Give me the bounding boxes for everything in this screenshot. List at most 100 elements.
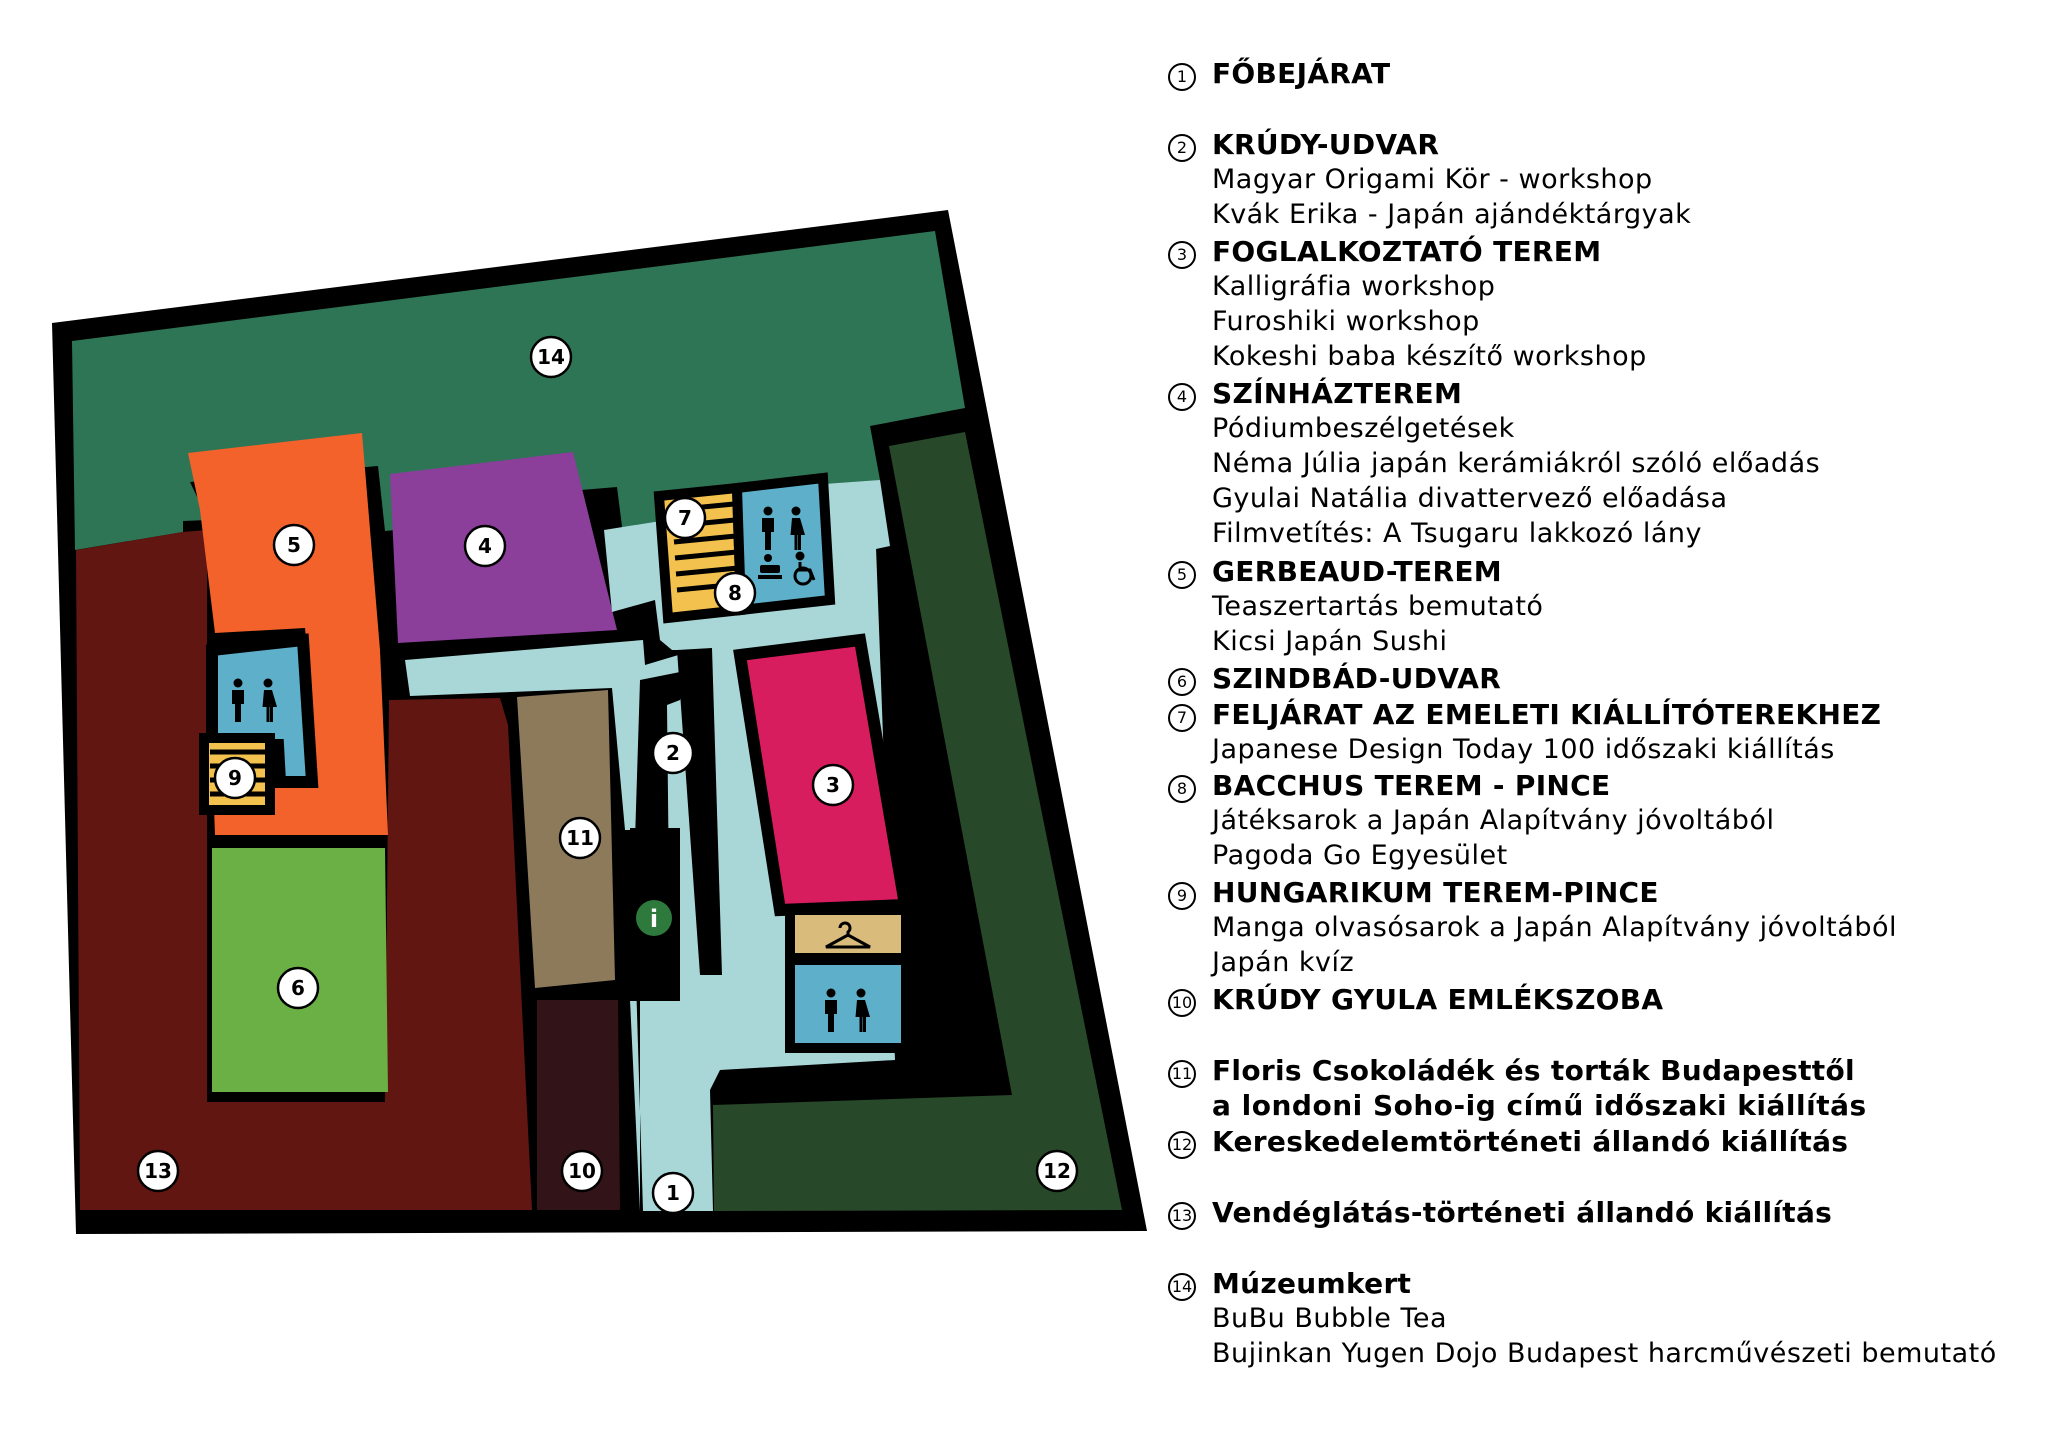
legend-item: Kokeshi baba készítő workshop	[1212, 341, 1647, 372]
marker-number: 14	[537, 345, 565, 369]
zone-marker-4[interactable]: 4	[463, 524, 507, 568]
zone-12-commerce-exhibition	[713, 432, 1122, 1211]
zone-marker-8[interactable]: 8	[713, 571, 757, 615]
legend-number: 10	[1168, 989, 1196, 1017]
marker-number: 6	[291, 976, 305, 1000]
zone-marker-7[interactable]: 7	[663, 496, 707, 540]
legend-item: Japanese Design Today 100 időszaki kiáll…	[1212, 734, 1835, 765]
legend-title: BACCHUS TEREM - PINCE	[1212, 769, 1611, 802]
wc-right	[785, 955, 911, 1053]
legend-item: Manga olvasósarok a Japán Alapítvány jóv…	[1212, 912, 1897, 943]
zone-marker-2[interactable]: 2	[651, 731, 695, 775]
wc-top	[731, 472, 836, 616]
legend-entry-6: 6 SZINDBÁD-UDVAR	[1168, 661, 1501, 696]
marker-circle	[651, 731, 695, 775]
legend-item: Pódiumbeszélgetések	[1212, 413, 1515, 444]
marker-number: 13	[144, 1159, 172, 1183]
zone-13-hospitality-exhibition	[76, 530, 532, 1210]
zone-marker-5[interactable]: 5	[272, 523, 316, 567]
legend-item: a londoni Soho-ig című időszaki kiállítá…	[1212, 1089, 1867, 1122]
legend-item: Furoshiki workshop	[1212, 306, 1480, 337]
legend-title: KRÚDY-UDVAR	[1212, 128, 1440, 161]
marker-number: 9	[228, 766, 242, 790]
legend-number: 6	[1168, 668, 1196, 696]
cloakroom-hanger-icon	[825, 921, 871, 949]
zone-marker-14[interactable]: 14	[529, 335, 573, 379]
zone-marker-9[interactable]: 9	[213, 756, 257, 800]
legend-number: 12	[1168, 1131, 1196, 1159]
marker-number: 1	[666, 1181, 680, 1205]
legend-title: Múzeumkert	[1212, 1267, 1412, 1300]
cloakroom	[785, 905, 911, 963]
zone-marker-6[interactable]: 6	[276, 966, 320, 1010]
zone-marker-13[interactable]: 13	[136, 1149, 180, 1193]
zone-marker-11[interactable]: 11	[558, 816, 602, 860]
zone-10-krudy-memorial-room	[537, 1000, 620, 1210]
legend-item: Kalligráfia workshop	[1212, 271, 1496, 302]
legend-number: 4	[1168, 383, 1196, 411]
marker-number: 3	[826, 773, 840, 797]
marker-circle	[213, 756, 257, 800]
marker-circle	[558, 816, 602, 860]
legend-title: FELJÁRAT AZ EMELETI KIÁLLÍTÓTEREKHEZ	[1212, 698, 1882, 731]
marker-number: 5	[287, 533, 301, 557]
legend-number: 9	[1168, 882, 1196, 910]
wall-block	[677, 648, 722, 975]
marker-number: 2	[666, 741, 680, 765]
legend-number: 2	[1168, 134, 1196, 162]
marker-circle	[811, 763, 855, 807]
legend-item: Játéksarok a Japán Alapítvány jóvoltából	[1212, 805, 1775, 836]
info-label: i	[650, 905, 658, 933]
legend-number: 8	[1168, 775, 1196, 803]
legend-item: Kicsi Japán Sushi	[1212, 626, 1448, 657]
zone-marker-3[interactable]: 3	[811, 763, 855, 807]
legend-number: 3	[1168, 241, 1196, 269]
legend-item: Japán kvíz	[1212, 947, 1355, 978]
marker-circle	[1035, 1149, 1079, 1193]
legend-title: Floris Csokoládék és torták Budapesttől	[1212, 1054, 1855, 1087]
marker-number: 11	[566, 826, 594, 850]
marker-circle	[276, 966, 320, 1010]
legend-title: Kereskedelemtörténeti állandó kiállítás	[1212, 1125, 1849, 1158]
marker-circle	[136, 1149, 180, 1193]
marker-circle	[651, 1171, 695, 1215]
marker-circle	[663, 496, 707, 540]
legend-title: FOGLALKOZTATÓ TEREM	[1212, 235, 1602, 268]
marker-number: 12	[1043, 1159, 1071, 1183]
legend-title: GERBEAUD-TEREM	[1212, 555, 1502, 588]
legend-title: SZINDBÁD-UDVAR	[1212, 662, 1502, 695]
marker-number: 8	[728, 581, 742, 605]
legend-item: Teaszertartás bemutató	[1212, 591, 1544, 622]
info-icon: i	[636, 900, 672, 936]
marker-circle	[272, 523, 316, 567]
legend-entry-12: 12 Kereskedelemtörténeti állandó kiállítá…	[1168, 1124, 1848, 1159]
zone-marker-12[interactable]: 12	[1035, 1149, 1079, 1193]
legend-item: Bujinkan Yugen Dojo Budapest harcművésze…	[1212, 1338, 1997, 1369]
legend-title: KRÚDY GYULA EMLÉKSZOBA	[1212, 983, 1664, 1016]
marker-number: 10	[568, 1159, 596, 1183]
accessible-restroom-icon	[793, 551, 816, 586]
marker-number: 4	[478, 534, 492, 558]
legend-item: Magyar Origami Kör - workshop	[1212, 164, 1653, 195]
marker-circle	[463, 524, 507, 568]
legend-item: Kvák Erika - Japán ajándéktárgyak	[1212, 199, 1692, 230]
marker-number: 7	[678, 506, 692, 530]
legend-title: Vendéglátás-történeti állandó kiállítás	[1212, 1196, 1833, 1229]
legend-item: BuBu Bubble Tea	[1212, 1303, 1448, 1334]
marker-circle	[713, 571, 757, 615]
legend-title: HUNGARIKUM TEREM-PINCE	[1212, 876, 1659, 909]
legend-item: Néma Júlia japán kerámiákról szóló előad…	[1212, 448, 1821, 479]
zone-marker-10[interactable]: 10	[560, 1149, 604, 1193]
zone-marker-1[interactable]: 1	[651, 1171, 695, 1215]
legend-item: Pagoda Go Egyesület	[1212, 840, 1508, 871]
legend-item: Filmvetítés: A Tsugaru lakkozó lány	[1212, 518, 1703, 549]
